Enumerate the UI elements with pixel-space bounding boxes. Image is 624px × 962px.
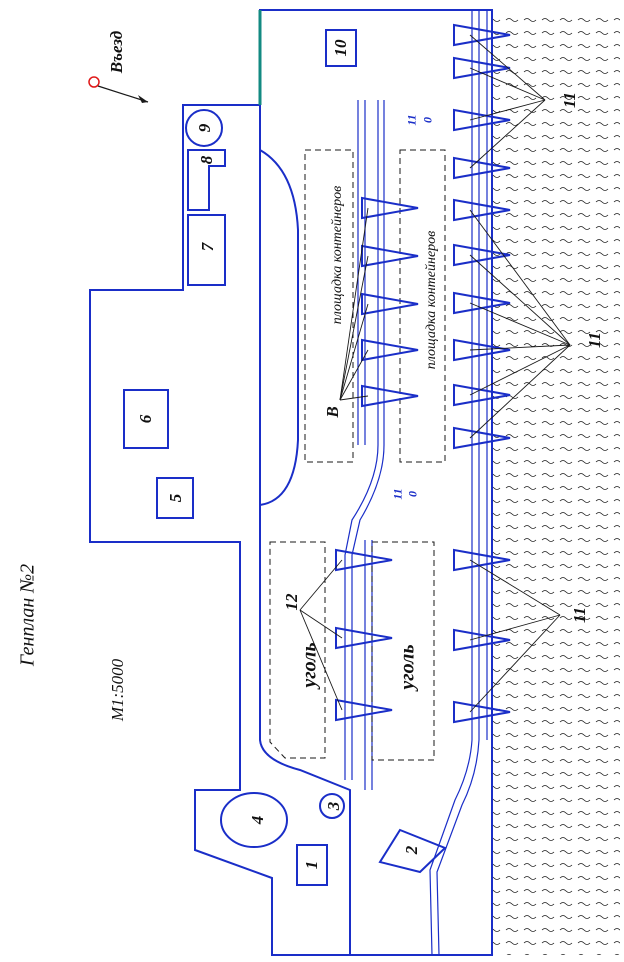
label-b: В [323,406,342,418]
rail-tracks [344,10,488,956]
building-8 [187,149,226,211]
building-7 [187,214,226,286]
elevation-mark-b-bottom: 0 [405,491,420,497]
road-arc [259,149,299,506]
water-area [491,10,620,955]
label-11-bottom: 11 [570,606,589,624]
container-zone-2-label: площадка контейнеров [424,230,439,370]
label-11-middle: 11 [585,331,604,349]
building-label-8: 8 [197,155,216,165]
building-label-5: 5 [166,493,185,503]
building-5 [156,477,194,519]
building-2 [378,828,447,874]
leader-lines [299,34,571,713]
building-label-7: 7 [198,242,217,252]
building-label-2: 2 [402,845,421,855]
container-zone-1-label: площадка контейнеров [330,185,345,325]
label-11-top: 11 [560,91,579,109]
elevation-mark-a-bottom: 0 [420,117,435,123]
building-6 [123,389,169,449]
building-3 [319,793,345,819]
building-1 [296,844,328,886]
coal-zone-2-label: уголь [396,644,419,690]
territory-boundary [89,9,493,956]
entrance-arrow [88,76,149,103]
building-10 [325,29,357,67]
building-label-3: 3 [324,801,343,811]
buildings [123,29,447,886]
building-label-4: 4 [248,815,267,825]
building-9 [185,109,223,147]
building-label-1: 1 [302,860,321,870]
entrance-label: Въезд [107,30,126,74]
coal-zone-1 [269,541,326,759]
building-label-9: 9 [195,123,214,133]
inner-road [259,105,351,955]
scale-label: М1:5000 [108,658,127,722]
plan-title: Генплан №2 [16,563,39,667]
building-label-10: 10 [331,39,350,57]
container-zone-1 [304,149,354,463]
building-label-6: 6 [136,414,155,424]
elevation-mark-b-top: 11 [390,488,405,500]
container-zone-2 [399,149,446,463]
storage-zones [269,149,446,761]
building-4 [220,792,288,848]
label-12: 12 [282,593,301,611]
cranes [335,23,511,724]
elevation-mark-a-top: 11 [404,114,419,126]
coal-zone-2 [371,541,435,761]
coal-zone-1-label: уголь [298,642,321,688]
